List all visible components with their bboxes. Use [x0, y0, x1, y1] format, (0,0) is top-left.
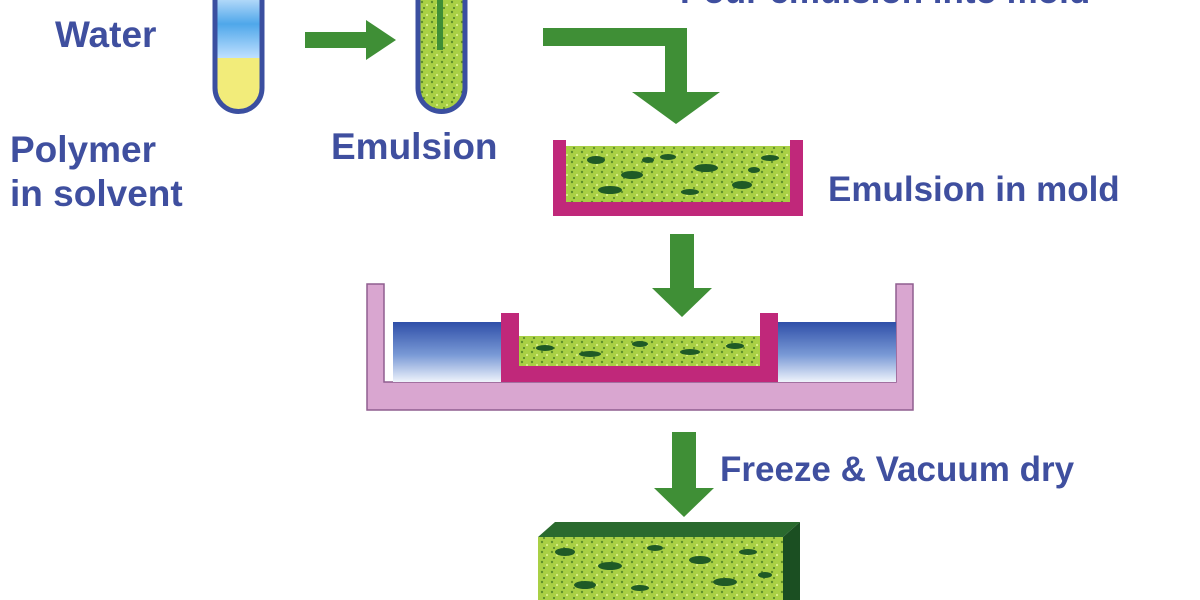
mold-with-emulsion [553, 140, 803, 216]
arrow-down-2 [654, 432, 714, 517]
porous-scaffold-block [538, 522, 800, 600]
polymer-label-line2: in solvent [10, 173, 183, 214]
arrow-right-1 [305, 20, 396, 60]
tube-water-polymer [212, 0, 265, 114]
emulsion-label: Emulsion [331, 126, 498, 167]
polymer-in-solvent-label: Polymer in solvent [10, 128, 183, 216]
freeze-vacuum-dry-label: Freeze & Vacuum dry [720, 450, 1075, 489]
emulsion-in-mold-label: Emulsion in mold [828, 170, 1120, 209]
cut-off-top-label: Pour emulsion into mold [680, 0, 1090, 9]
polymer-label-line1: Polymer [10, 129, 157, 170]
water-label: Water [55, 14, 157, 55]
tube-emulsion [415, 0, 468, 114]
arrow-down-1 [652, 234, 712, 317]
arrow-elbow-down [543, 28, 720, 124]
cooling-bath [366, 283, 914, 411]
